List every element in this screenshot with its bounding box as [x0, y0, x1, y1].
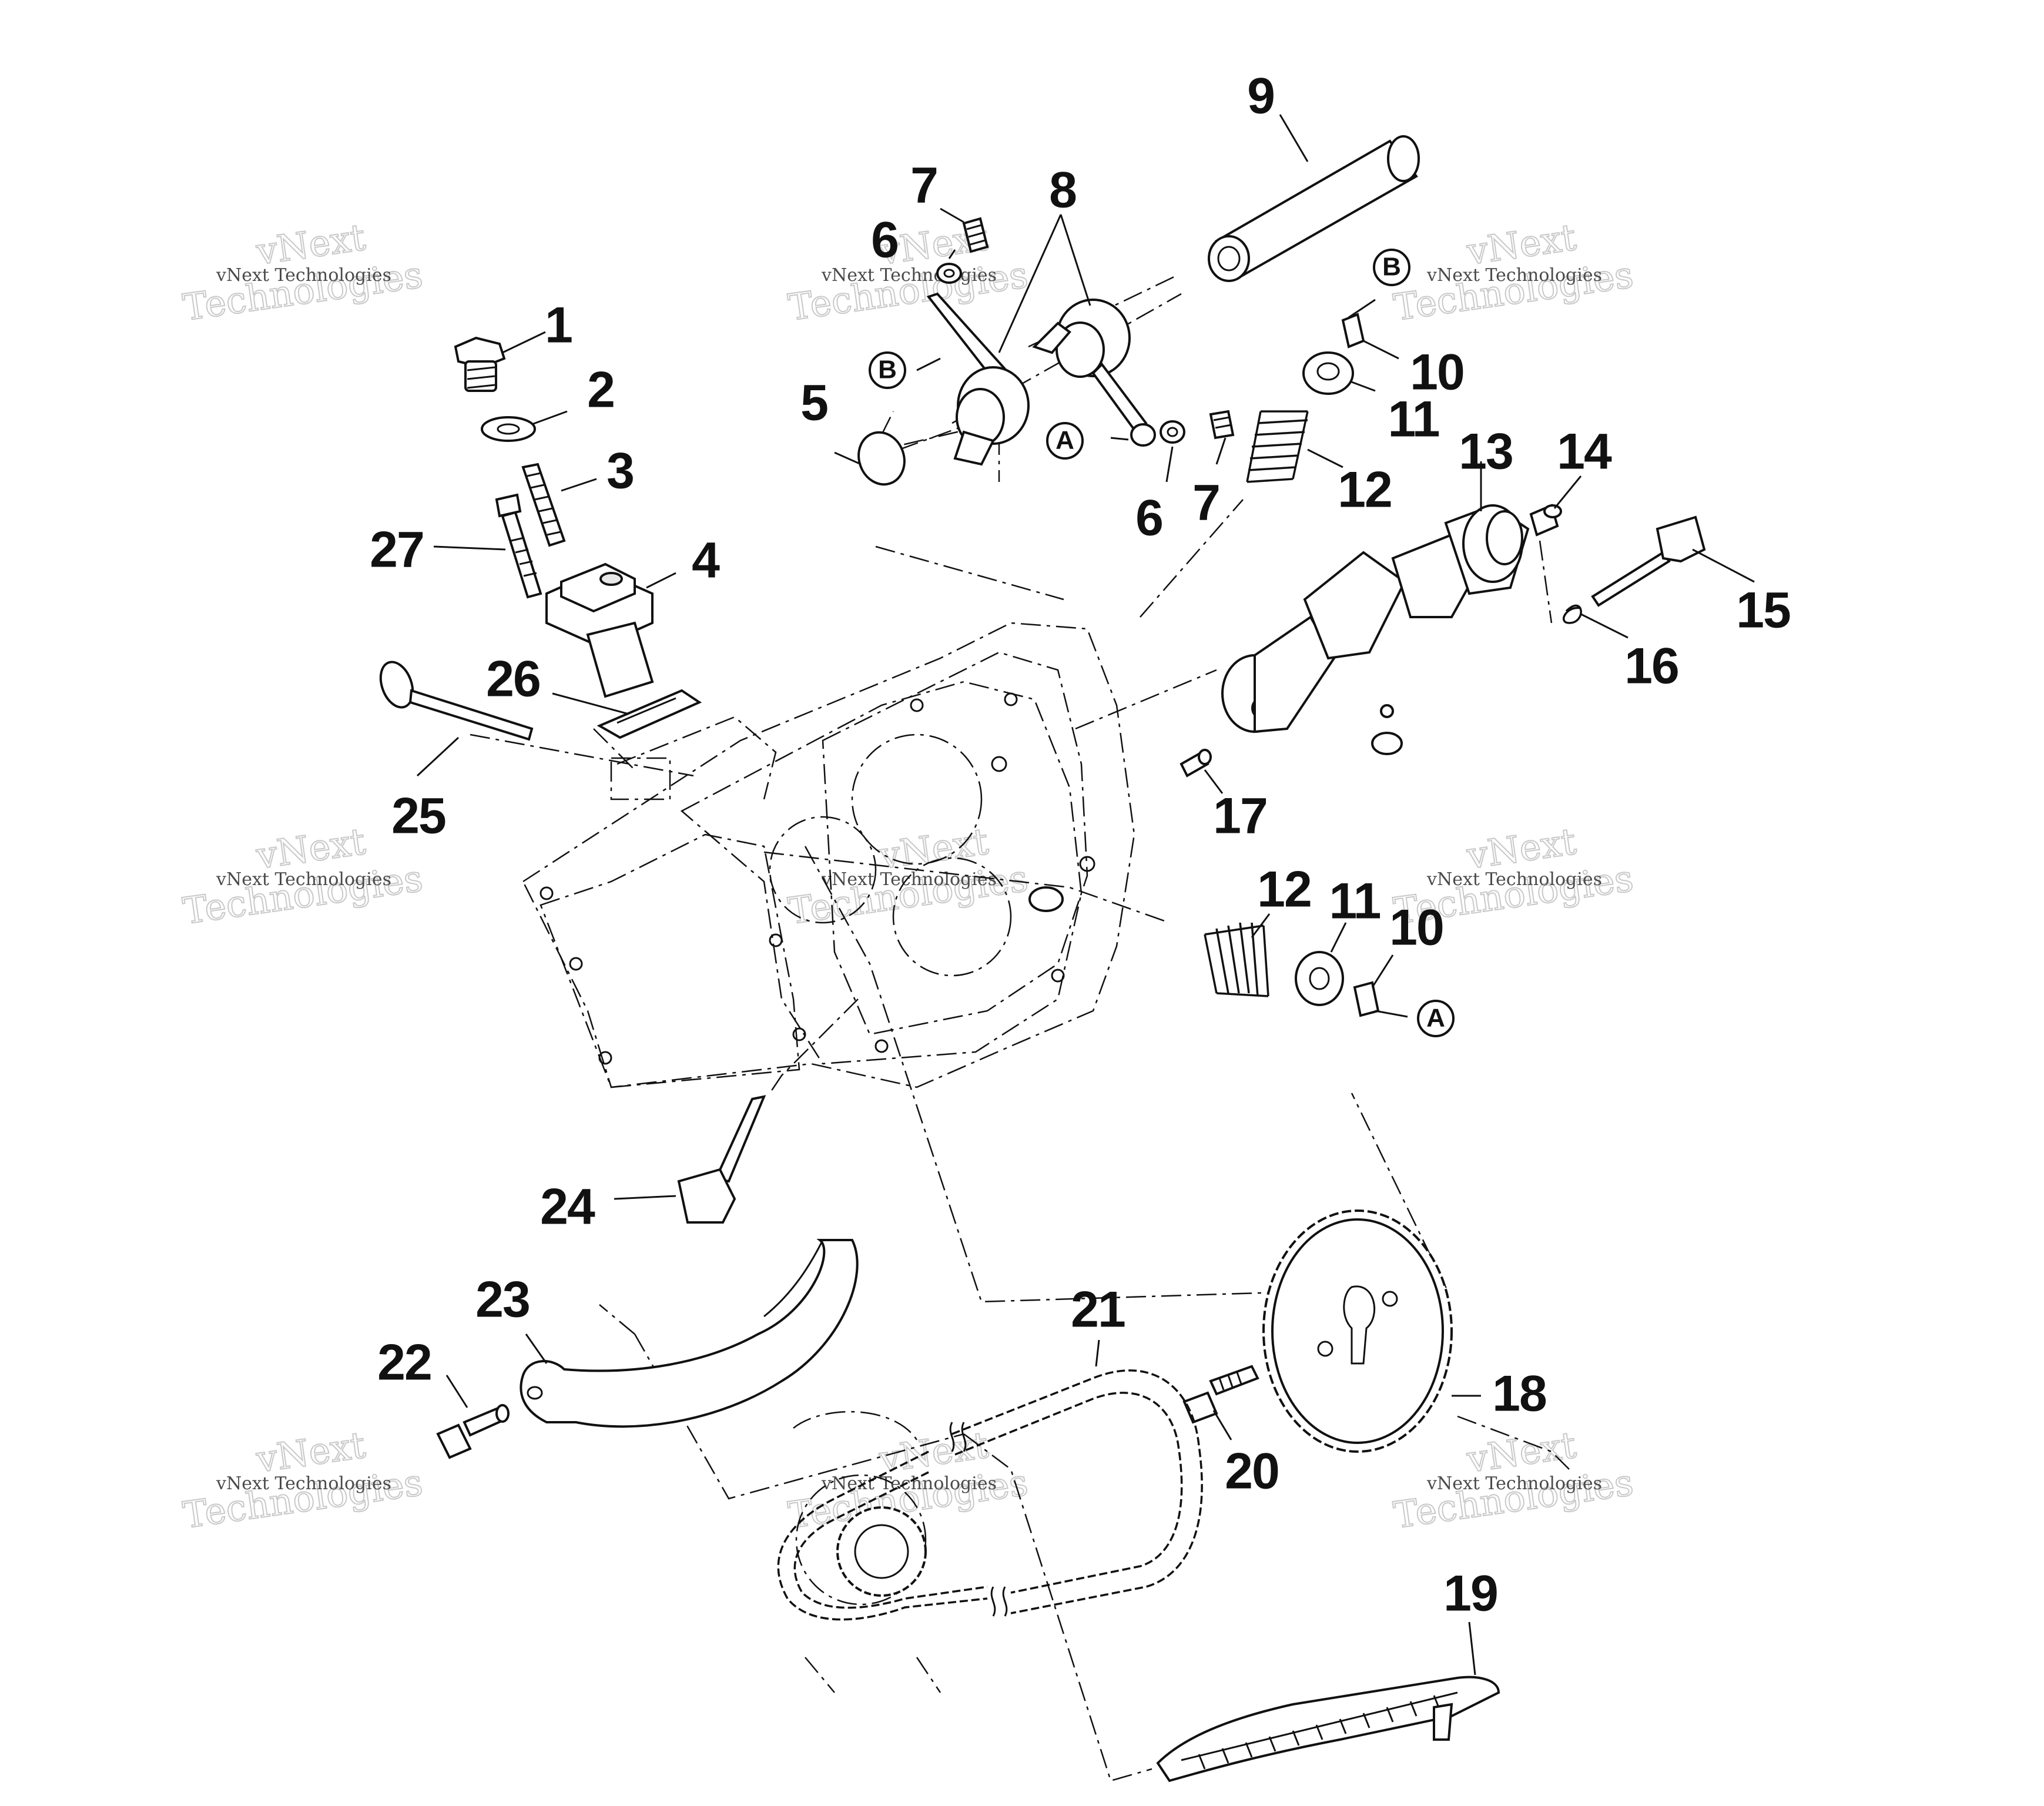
callout-13: 13 [1459, 424, 1513, 480]
part-21-timing-chain [777, 1369, 1203, 1621]
part-18-cam-sprocket [1262, 1209, 1453, 1453]
callout-5: 5 [800, 375, 827, 431]
reference-b-marker-right: B [1373, 249, 1410, 286]
cylinder-head [522, 622, 1135, 1088]
callout-labels: 1 2 3 4 5 6 7 8 9 10 11 12 6 7 13 14 15 … [370, 68, 1791, 1622]
callout-17: 17 [1213, 788, 1267, 845]
watermark-text: vNext Technologies [216, 265, 391, 286]
part-10-keeper-lower [1353, 981, 1380, 1017]
callout-10-lower: 10 [1389, 900, 1443, 956]
reference-a-letter: A [1055, 426, 1074, 455]
callout-7-lower: 7 [1192, 475, 1219, 531]
part-17-dowel-pin [1180, 749, 1212, 778]
callout-1: 1 [545, 297, 572, 354]
part-6-nut-lower [1160, 420, 1185, 444]
part-26-gasket [597, 689, 702, 739]
callout-26: 26 [486, 651, 540, 708]
callout-11-lower: 11 [1329, 873, 1380, 930]
callout-16: 16 [1624, 638, 1678, 695]
callout-19: 19 [1443, 1566, 1497, 1622]
part-7-adjuster-lower [1209, 410, 1235, 440]
reference-b-letter: B [878, 356, 897, 384]
part-10-keeper-upper [1341, 313, 1365, 349]
part-9-rocker-shaft [1208, 135, 1420, 282]
callout-12-upper: 12 [1338, 462, 1392, 518]
watermark-text: vNext Technologies [1426, 265, 1602, 286]
watermark-top-center: vNext Technologies vNext Technologies [785, 215, 1031, 330]
watermark-text: vNext Technologies [1426, 869, 1602, 890]
part-3-stud [521, 463, 566, 547]
part-22-pivot-bolt [436, 1404, 510, 1459]
callout-11-upper: 11 [1388, 391, 1439, 448]
reference-b-marker-left: B [869, 351, 906, 389]
callout-25: 25 [391, 788, 445, 845]
watermark-text: vNext Technologies [1426, 1473, 1602, 1494]
part-15-shaft [1591, 515, 1706, 607]
callout-23: 23 [475, 1272, 530, 1328]
part-23-chain-guide [520, 1239, 859, 1428]
part-1-plug-bolt [454, 336, 506, 392]
watermark-bottom-left: vNext Technologies vNext Technologies [180, 1423, 425, 1537]
callout-6-lower: 6 [1135, 490, 1162, 547]
part-5-washer [857, 431, 906, 486]
part-8-rocker-arms [926, 292, 1156, 466]
assembly-lines [470, 275, 1570, 1782]
callout-14: 14 [1557, 424, 1612, 480]
callout-9: 9 [1247, 68, 1274, 125]
watermark-top-right: vNext Technologies vNext Technologies [1390, 215, 1636, 330]
part-11-retainer-upper [1302, 351, 1354, 395]
part-25-valve [379, 661, 534, 741]
callout-10-upper: 10 [1410, 344, 1464, 401]
watermark-mid-left: vNext Technologies vNext Technologies [180, 819, 425, 933]
part-24-valve [677, 1095, 766, 1224]
part-27-bolt [495, 493, 542, 599]
reference-a-marker-lower: A [1417, 1000, 1455, 1037]
watermark-text: vNext Technologies [821, 265, 997, 286]
reference-a-marker-upper: A [1046, 422, 1084, 460]
part-14-dowel [1529, 504, 1562, 537]
callout-12-lower: 12 [1257, 862, 1311, 918]
callout-27: 27 [370, 522, 424, 578]
watermark-top-left: vNext Technologies vNext Technologies [180, 215, 425, 330]
reference-markers: B A B A [869, 249, 1455, 1037]
callout-3: 3 [607, 443, 634, 500]
callout-4: 4 [692, 532, 720, 589]
part-2-washer [481, 416, 536, 442]
reference-b-letter: B [1382, 253, 1401, 282]
callout-20: 20 [1225, 1443, 1279, 1500]
part-4-chain-tensioner [545, 562, 654, 698]
watermark-text: vNext Technologies [821, 869, 997, 890]
part-12-spring-upper [1246, 410, 1309, 483]
crank-sprocket [793, 1410, 941, 1693]
callout-24: 24 [540, 1179, 595, 1235]
part-7-adjuster-upper [962, 217, 989, 253]
watermark-text: vNext Technologies [216, 1473, 391, 1494]
reference-a-letter: A [1426, 1004, 1445, 1033]
part-19-tensioner-blade [1156, 1676, 1500, 1782]
callout-18: 18 [1492, 1366, 1546, 1422]
callout-6-upper: 6 [871, 212, 898, 269]
callout-22: 22 [377, 1335, 431, 1391]
watermark-text: vNext Technologies [216, 869, 391, 890]
part-16-spring [1563, 604, 1582, 624]
callout-8: 8 [1049, 162, 1076, 219]
callout-7-upper: 7 [910, 158, 937, 214]
callout-21: 21 [1071, 1282, 1125, 1338]
callout-15: 15 [1736, 582, 1790, 639]
callout-2: 2 [587, 362, 614, 418]
part-13-camshaft [1221, 504, 1530, 755]
part-12-spring-lower [1204, 922, 1269, 997]
part-6-nut-upper [936, 263, 962, 284]
part-20-sprocket-bolt [1182, 1365, 1259, 1424]
leader-lines [416, 114, 1755, 1676]
part-11-retainer-lower [1295, 951, 1344, 1006]
watermark-bottom-right: vNext Technologies vNext Technologies [1390, 1423, 1636, 1537]
